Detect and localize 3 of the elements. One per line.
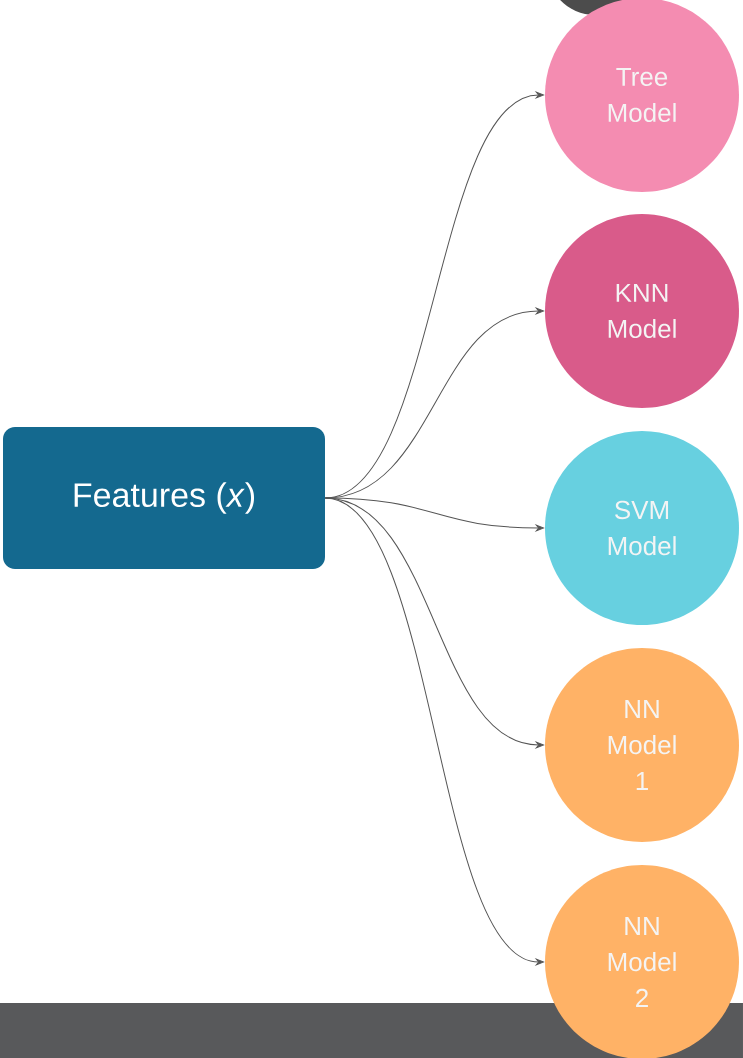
arrow xyxy=(324,497,544,966)
feature-box: Features (x) xyxy=(3,427,325,569)
arrow xyxy=(324,497,544,532)
